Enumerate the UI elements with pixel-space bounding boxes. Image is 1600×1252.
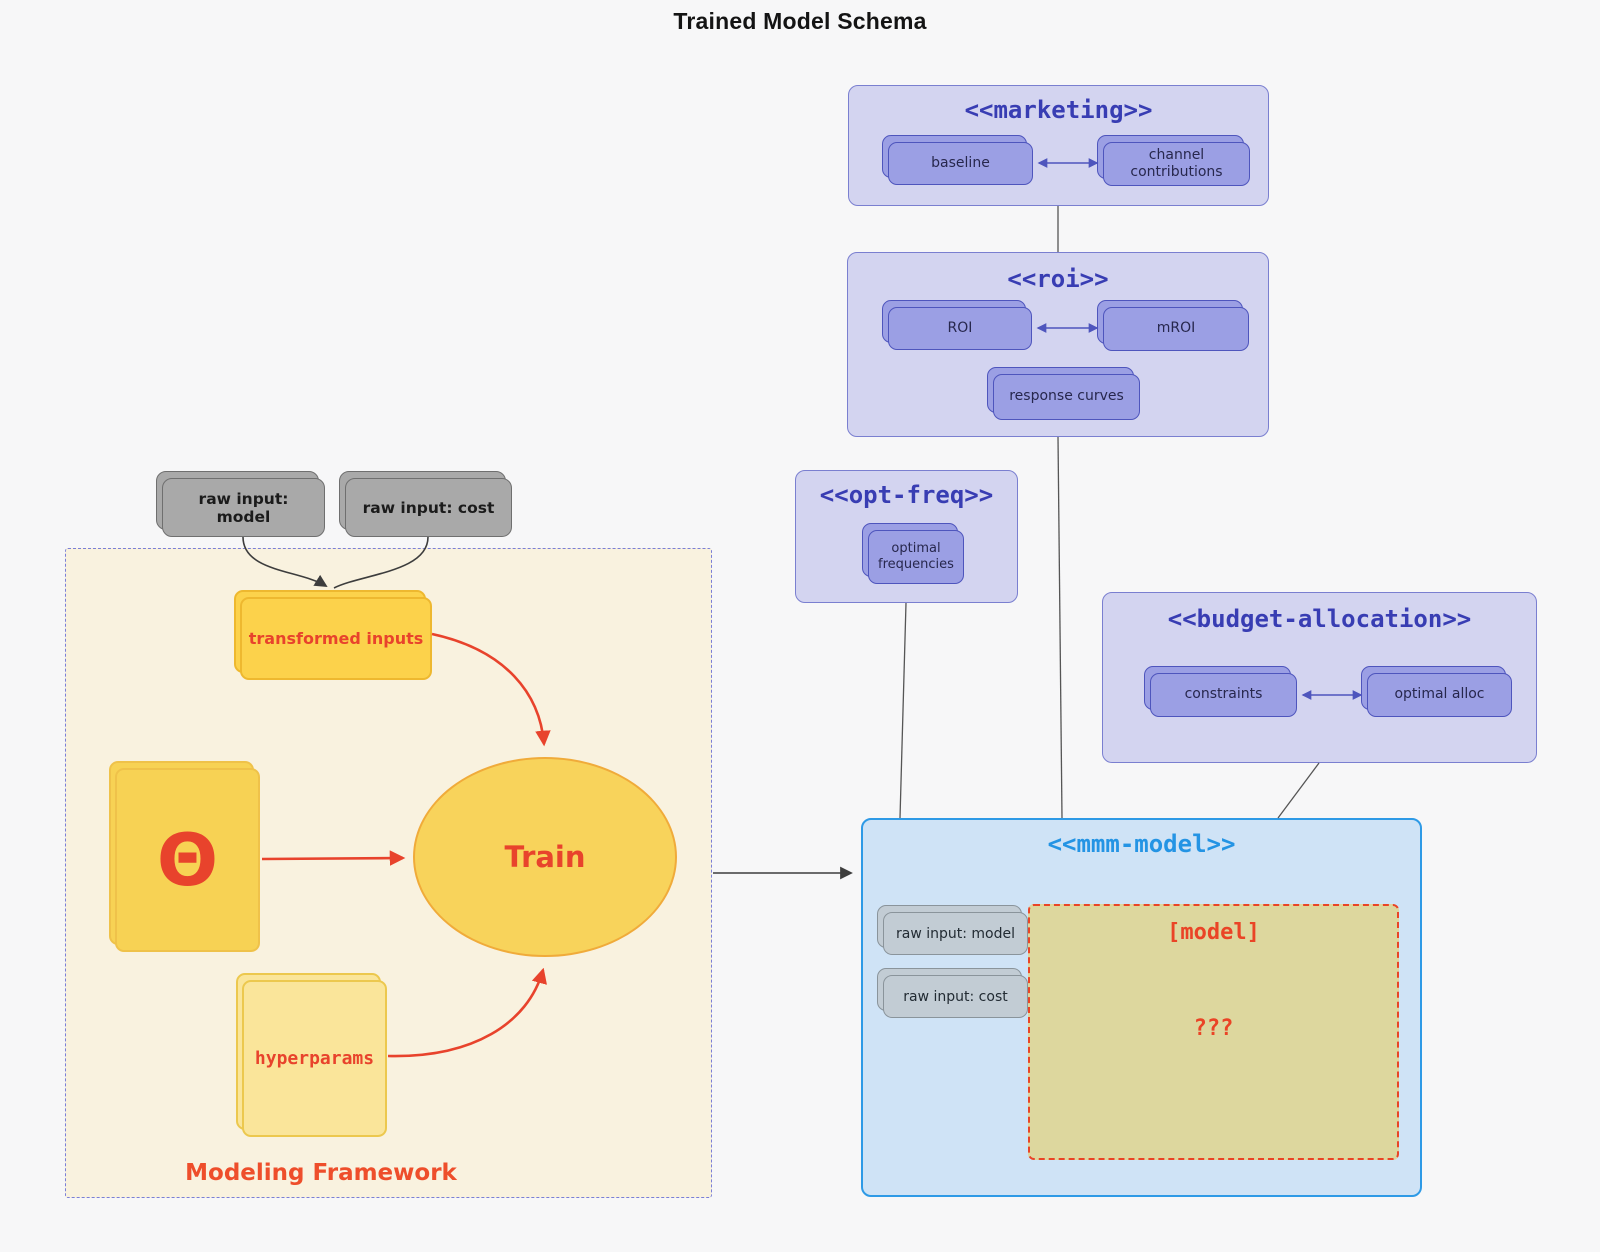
edge-budget-to-mmm-model: [1277, 762, 1320, 819]
response-curves-card: response curves: [987, 367, 1140, 420]
model-placeholder-box: [model] ???: [1028, 904, 1399, 1160]
opt-freq-title: <<opt-freq>>: [819, 481, 994, 509]
optimal-frequencies-card: optimal frequencies: [862, 523, 964, 584]
response-curves-label: response curves: [1009, 388, 1124, 405]
hyperparams-label: hyperparams: [254, 1048, 375, 1069]
raw-input-cost-card: raw input: cost: [339, 471, 512, 537]
raw-input-model-label: raw input: model: [198, 489, 289, 526]
raw-input-model-card: raw input: model: [156, 471, 325, 537]
train-node: Train: [413, 757, 677, 957]
mmm-raw-input-cost-card: raw input: cost: [877, 968, 1028, 1018]
roi-label: ROI: [947, 319, 973, 336]
mroi-card: mROI: [1097, 300, 1249, 351]
edge-roi-to-mmm-model: [1057, 436, 1063, 819]
theta-card: Θ: [109, 761, 260, 952]
baseline-card: baseline: [882, 135, 1033, 185]
page-title: Trained Model Schema: [673, 8, 927, 34]
mmm-raw-input-cost-label: raw input: cost: [903, 988, 1008, 1005]
baseline-label: baseline: [931, 154, 990, 171]
mroi-label: mROI: [1156, 320, 1196, 337]
hyperparams-card: hyperparams: [236, 973, 387, 1137]
transformed-inputs-label: transformed inputs: [248, 629, 424, 648]
theta-label: Θ: [156, 818, 219, 902]
constraints-label: constraints: [1184, 686, 1263, 703]
mmm-raw-input-model-card: raw input: model: [877, 905, 1028, 955]
transformed-inputs-card: transformed inputs: [234, 590, 432, 680]
mmm-model-title: <<mmm-model>>: [1047, 830, 1236, 858]
budget-allocation-title: <<budget-allocation>>: [1167, 605, 1472, 633]
marketing-title: <<marketing>>: [964, 96, 1153, 124]
modeling-framework-label: Modeling Framework: [185, 1160, 457, 1186]
model-box-title: [model]: [1167, 920, 1260, 945]
channel-contributions-card: channel contributions: [1097, 135, 1250, 186]
edge-opt-freq-to-mmm-model: [899, 602, 907, 819]
optimal-alloc-label: optimal alloc: [1394, 686, 1485, 703]
train-label: Train: [504, 840, 586, 874]
raw-input-cost-label: raw input: cost: [362, 498, 495, 517]
optimal-frequencies-label: optimal frequencies: [878, 540, 954, 572]
channel-contributions-label: channel contributions: [1130, 146, 1223, 181]
model-box-placeholder: ???: [1193, 1016, 1234, 1041]
mmm-raw-input-model-label: raw input: model: [895, 925, 1015, 942]
optimal-alloc-card: optimal alloc: [1361, 666, 1512, 717]
roi-card: ROI: [882, 300, 1032, 350]
constraints-card: constraints: [1144, 666, 1297, 717]
roi-title: <<roi>>: [1007, 265, 1109, 293]
